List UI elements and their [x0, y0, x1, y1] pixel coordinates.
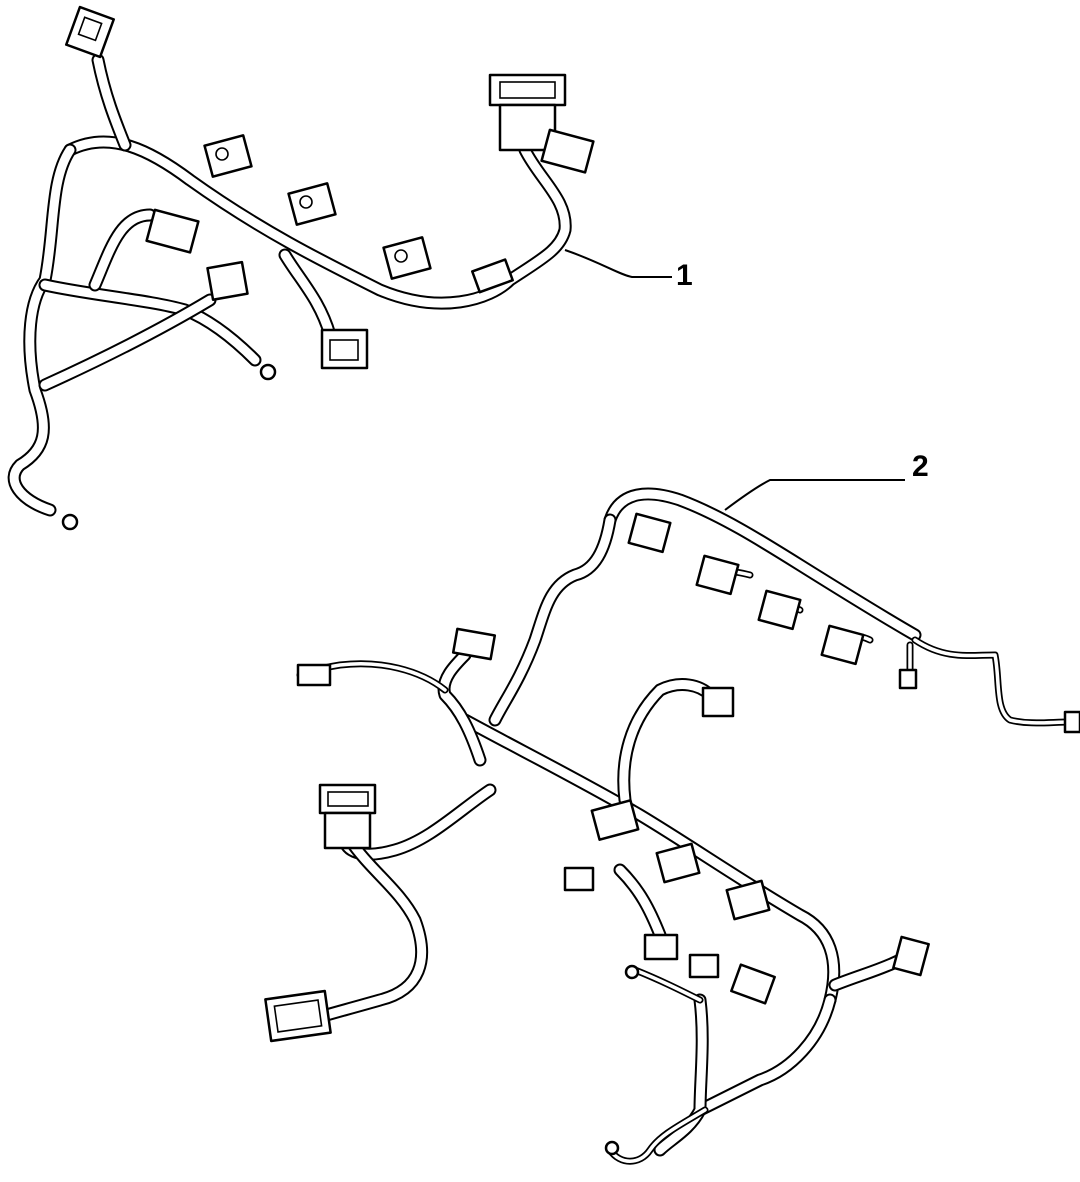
- clip-icon: [471, 258, 514, 294]
- injector-connector-icon: [287, 182, 337, 226]
- injector-connector-icon: [382, 236, 432, 280]
- harness-2-wires: [296, 487, 1074, 1165]
- injector-connector-icon: [655, 842, 701, 884]
- injector-connector-icon: [203, 134, 253, 178]
- harness-1: 1: [7, 5, 693, 531]
- sensor-connector-icon: [145, 208, 200, 254]
- callout-2: 2: [724, 450, 929, 511]
- connector-icon: [643, 933, 679, 961]
- connector-icon: [206, 260, 249, 301]
- connector-icon: [320, 328, 369, 370]
- injector-connector-icon: [820, 624, 865, 666]
- connector-icon: [563, 866, 595, 892]
- callout-1-leader-line: [564, 249, 672, 278]
- ring-terminal-icon: [61, 363, 277, 531]
- injector-connector-icon: [725, 879, 771, 921]
- harness-1-connectors: [61, 5, 595, 531]
- injector-connector-icon: [627, 512, 672, 554]
- callout-2-leader-line: [724, 479, 905, 511]
- connector-icon: [892, 935, 930, 977]
- callout-2-label: 2: [912, 450, 929, 483]
- connector-icon: [898, 668, 918, 690]
- harness-2: 2: [264, 450, 1080, 1165]
- connector-icon: [688, 953, 720, 979]
- injector-connector-icon: [757, 589, 802, 631]
- connector-icon: [1063, 710, 1080, 734]
- harness-2-connectors: [264, 512, 1080, 1156]
- connector-icon: [296, 663, 332, 687]
- connector-icon: [701, 686, 735, 718]
- sensor-connector-icon: [730, 963, 776, 1005]
- callout-1: 1: [564, 249, 693, 292]
- ring-terminal-icon: [604, 964, 640, 1156]
- connector-icon: [64, 5, 116, 59]
- connector-icon: [590, 799, 640, 841]
- harness-1-wires: [7, 53, 572, 517]
- connector-icon: [451, 627, 497, 661]
- connector-icon: [264, 989, 332, 1043]
- callout-1-label: 1: [676, 259, 693, 292]
- connector-icon: [540, 128, 595, 174]
- connector-icon: [318, 783, 377, 850]
- injector-connector-icon: [695, 554, 740, 596]
